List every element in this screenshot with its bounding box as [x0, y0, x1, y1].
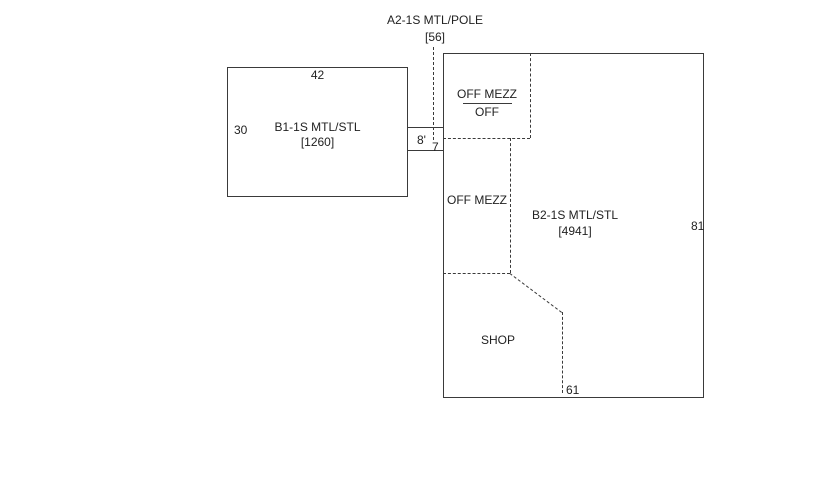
- a2-building-label: A2-1S MTL/POLE: [386, 13, 484, 27]
- off-mezz-lower-right-partition: [510, 138, 511, 273]
- b1-left-dimension: 30: [234, 123, 248, 137]
- b2-area-label: [4941]: [558, 224, 592, 238]
- b2-building-label: B2-1S MTL/STL: [531, 208, 619, 222]
- connector-top-wall: [407, 127, 444, 128]
- off-label: OFF: [475, 105, 499, 119]
- b2-bottom-dimension: 61: [566, 383, 580, 397]
- b1-building-label: B1-1S MTL/STL: [274, 120, 361, 134]
- off-mezz-upper-label: OFF MEZZ: [457, 87, 517, 101]
- connector-width-dimension: 8': [417, 133, 426, 147]
- off-mezz-upper-bottom-partition: [443, 138, 530, 139]
- off-mezz-upper-right-partition: [530, 53, 531, 138]
- a2-leader-dashed-line: [433, 47, 434, 140]
- b2-building-outline: [443, 53, 704, 398]
- connector-height-dimension: 7: [432, 140, 439, 154]
- shop-right-partition: [562, 312, 563, 393]
- off-mezz-divider-line: [463, 103, 512, 104]
- connector-bottom-wall: [407, 150, 444, 151]
- shop-label: SHOP: [480, 333, 515, 347]
- b2-right-dimension: 81: [691, 219, 705, 233]
- off-mezz-lower-label: OFF MEZZ: [447, 193, 507, 207]
- b1-top-dimension: 42: [310, 68, 325, 82]
- b1-area-label: [1260]: [300, 135, 335, 149]
- b1-building-outline: [227, 67, 408, 197]
- a2-area-label: [56]: [424, 30, 445, 44]
- off-mezz-lower-bottom-partition: [443, 273, 510, 274]
